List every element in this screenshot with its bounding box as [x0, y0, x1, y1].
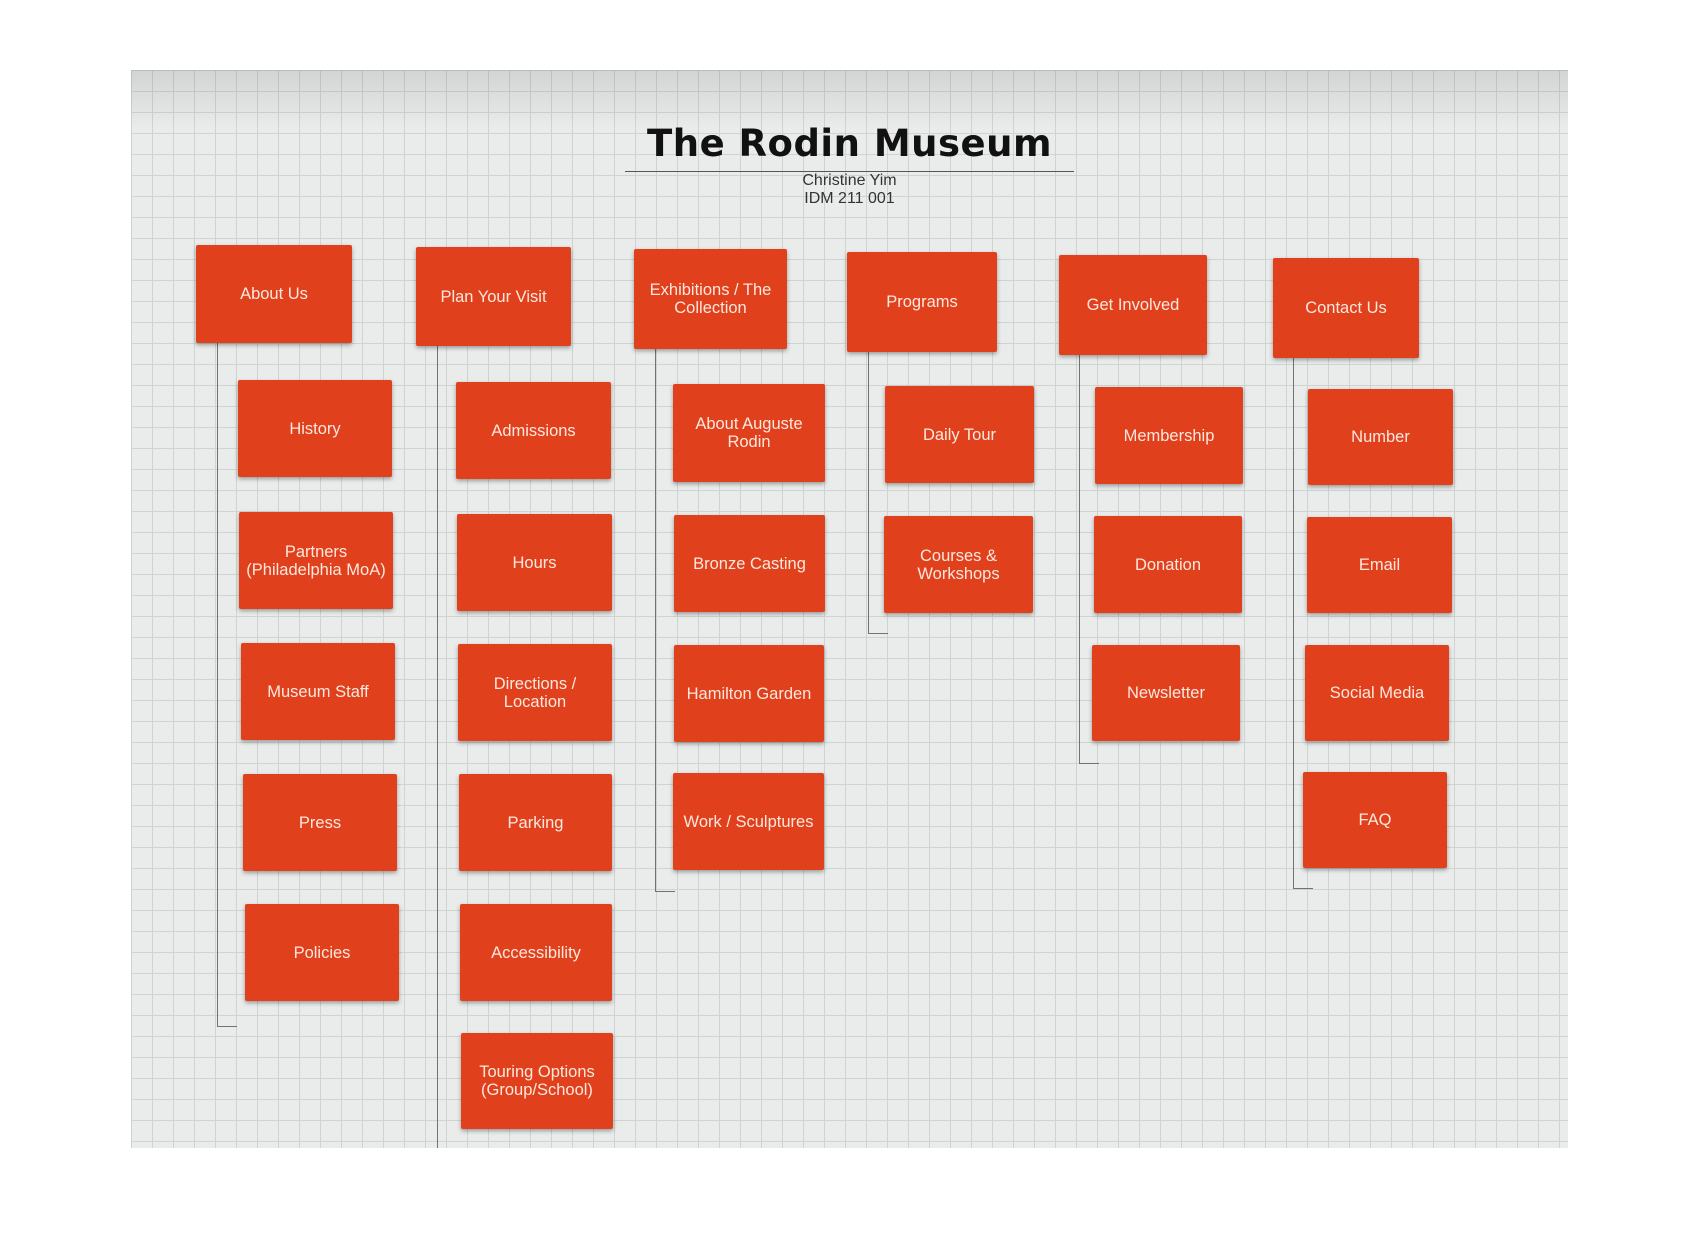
node-about-rodin: About Auguste Rodin: [673, 384, 825, 482]
node-number: Number: [1308, 389, 1453, 485]
connector-exhibitions: [655, 349, 656, 891]
connector-elbow: [217, 1026, 237, 1027]
diagram-title: The Rodin Museum: [624, 122, 1075, 172]
connector-programs: [868, 352, 869, 633]
connector-about-us: [217, 343, 218, 1026]
node-social-media: Social Media: [1305, 645, 1449, 741]
connector-elbow: [655, 891, 675, 892]
node-programs: Programs: [847, 252, 997, 352]
connector-contact-us: [1293, 358, 1294, 888]
node-hamilton-garden: Hamilton Garden: [674, 645, 824, 742]
node-hours: Hours: [457, 514, 612, 611]
node-courses-workshops: Courses & Workshops: [884, 516, 1033, 613]
node-directions: Directions / Location: [458, 644, 612, 741]
connector-get-involved: [1079, 355, 1080, 763]
node-bronze-casting: Bronze Casting: [674, 515, 825, 612]
course-code: IDM 211 001: [804, 190, 895, 207]
diagram-header: The Rodin Museum Christine Yim IDM 211 0…: [131, 122, 1568, 208]
node-donation: Donation: [1094, 516, 1242, 613]
node-daily-tour: Daily Tour: [885, 386, 1034, 483]
node-work-sculptures: Work / Sculptures: [673, 773, 824, 870]
node-parking: Parking: [459, 774, 612, 871]
node-press: Press: [243, 774, 397, 871]
node-history: History: [238, 380, 392, 477]
node-museum-staff: Museum Staff: [241, 643, 395, 740]
connector-plan-visit: [437, 346, 438, 1148]
node-email: Email: [1307, 517, 1452, 613]
connector-elbow: [868, 633, 888, 634]
node-faq: FAQ: [1303, 772, 1447, 868]
node-plan-your-visit: Plan Your Visit: [416, 247, 571, 346]
node-touring-options: Touring Options (Group/School): [461, 1033, 613, 1129]
node-admissions: Admissions: [456, 382, 611, 479]
author-name: Christine Yim: [802, 172, 897, 189]
node-partners: Partners (Philadelphia MoA): [239, 512, 393, 609]
node-policies: Policies: [245, 904, 399, 1001]
node-about-us: About Us: [196, 245, 352, 343]
connector-elbow: [1293, 888, 1313, 889]
node-get-involved: Get Involved: [1059, 255, 1207, 355]
node-membership: Membership: [1095, 387, 1243, 484]
node-contact-us: Contact Us: [1273, 258, 1419, 358]
node-accessibility: Accessibility: [460, 904, 612, 1001]
connector-elbow: [1079, 763, 1099, 764]
node-exhibitions: Exhibitions / The Collection: [634, 249, 787, 349]
node-newsletter: Newsletter: [1092, 645, 1240, 741]
screen-photo: The Rodin Museum Christine Yim IDM 211 0…: [131, 70, 1568, 1148]
